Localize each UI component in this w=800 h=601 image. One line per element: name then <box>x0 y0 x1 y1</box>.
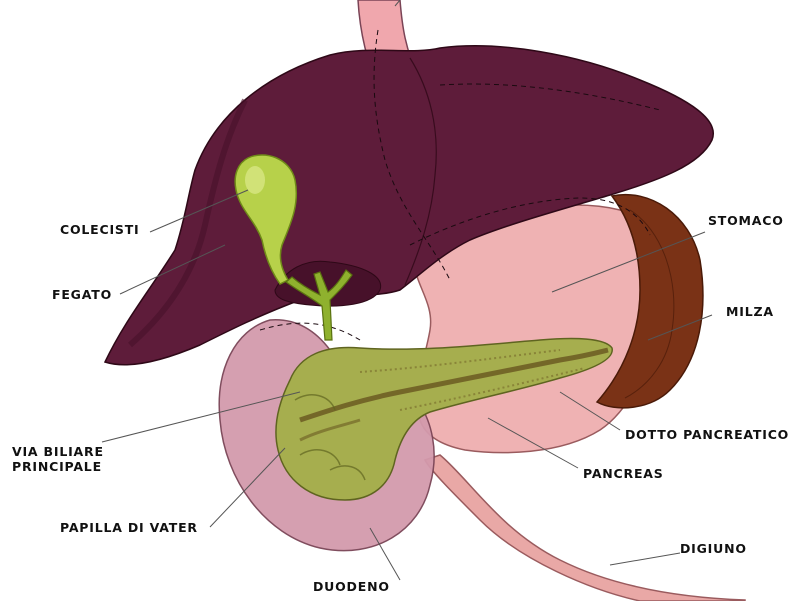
liver <box>103 45 714 366</box>
spleen <box>595 193 704 409</box>
label-duodeno: DUODENO <box>313 579 390 594</box>
label-digiuno: DIGIUNO <box>680 541 747 556</box>
label-dotto-pancreatico: DOTTO PANCREATICO <box>625 427 790 442</box>
pancreas <box>275 337 613 501</box>
label-fegato: FEGATO <box>52 287 112 302</box>
leader-lines <box>101 0 713 581</box>
label-papilla-di-vater: PAPILLA DI VATER <box>60 520 198 535</box>
pancreatic-duct <box>299 347 609 423</box>
label-via-biliare-principale: VIA BILIARE PRINCIPALE <box>12 444 104 474</box>
common-bile-duct <box>285 269 353 341</box>
label-pancreas: PANCREAS <box>583 466 664 481</box>
label-colecisti: COLECISTI <box>60 222 140 237</box>
jejunum <box>423 454 746 601</box>
label-milza: MILZA <box>726 304 774 319</box>
label-stomaco: STOMACO <box>708 213 784 228</box>
